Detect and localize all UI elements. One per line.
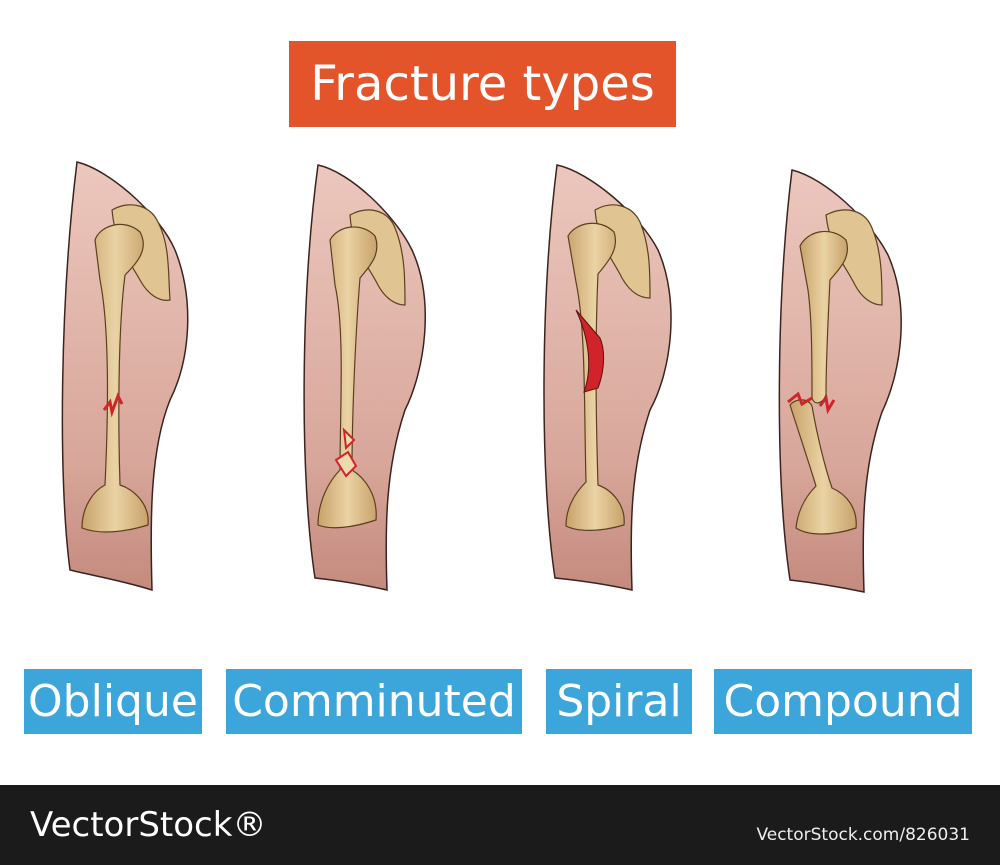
hip-bone xyxy=(825,209,883,306)
leg-oblique xyxy=(61,161,189,592)
leg-compound xyxy=(778,169,902,593)
fracture-line xyxy=(818,394,836,415)
spiral-fracture xyxy=(575,309,605,393)
label-oblique: Oblique xyxy=(24,669,202,734)
stock-id: VectorStock.com/826031 xyxy=(756,825,970,845)
leg-comminuted xyxy=(303,164,426,591)
fracture-fragments xyxy=(334,427,358,478)
brand-logo: VectorStock® xyxy=(30,805,267,845)
diagram-title: Fracture types xyxy=(289,41,676,127)
legs-illustration xyxy=(61,161,902,593)
label-compound: Compound xyxy=(714,669,972,734)
fracture-line xyxy=(102,392,124,418)
leg-spiral xyxy=(543,164,672,591)
label-spiral: Spiral xyxy=(546,669,692,734)
femur xyxy=(317,226,378,529)
fracture-line xyxy=(787,391,813,407)
footer-bar: VectorStock® VectorStock.com/826031 xyxy=(0,785,1000,865)
femur xyxy=(81,223,149,533)
femur-upper xyxy=(799,230,848,404)
label-comminuted: Comminuted xyxy=(226,669,522,734)
femur-lower xyxy=(789,399,857,535)
